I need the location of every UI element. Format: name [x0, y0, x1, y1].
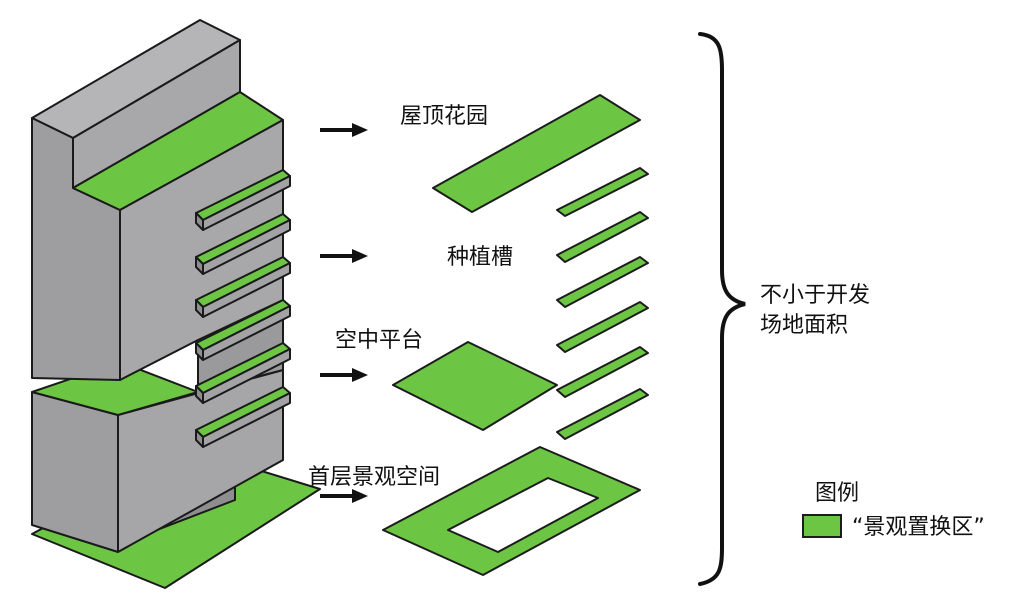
right-curly-brace: [698, 32, 746, 586]
right-arrow-icon: [320, 368, 368, 382]
planter-bar-front: [202, 175, 291, 231]
right-arrow-icon: [320, 123, 368, 137]
roof-garden-layer: [432, 94, 641, 213]
legend: 图例 “景观置换区”: [802, 481, 985, 540]
brace-text-line2: 场地面积: [760, 313, 848, 338]
lower-block-left-face: [31, 391, 119, 553]
arrows: [320, 123, 368, 503]
label-sky-platform: 空中平台: [335, 328, 423, 353]
planter-strip: [556, 388, 649, 440]
tower-planters: [195, 169, 291, 448]
planter-strip: [556, 256, 649, 308]
planter-strip: [556, 301, 649, 353]
planter-bar-front: [202, 348, 291, 404]
label-planters: 种植槽: [447, 245, 513, 270]
exploded-layers: [382, 94, 649, 576]
legend-title: 图例: [815, 481, 859, 506]
label-ground-landscape: 首层景观空间: [308, 465, 440, 490]
brace-text-line1: 不小于开发: [760, 283, 870, 308]
planter-bar-front: [202, 219, 291, 275]
planter-bar-front: [202, 262, 291, 318]
planter-strip: [556, 346, 649, 398]
planter-bar-front: [202, 305, 291, 361]
label-roof-garden: 屋顶花园: [400, 104, 488, 129]
right-arrow-icon: [320, 489, 368, 503]
planter-bar-front: [202, 392, 291, 448]
building-model: [31, 19, 321, 589]
ground-landscape-layer: [382, 446, 641, 576]
sky-platform-layer: [392, 341, 558, 431]
legend-item-label: “景观置换区”: [852, 515, 985, 540]
right-arrow-icon: [320, 249, 368, 263]
legend-swatch: [802, 514, 842, 538]
planter-strip: [556, 211, 649, 263]
planter-strip: [556, 167, 649, 217]
